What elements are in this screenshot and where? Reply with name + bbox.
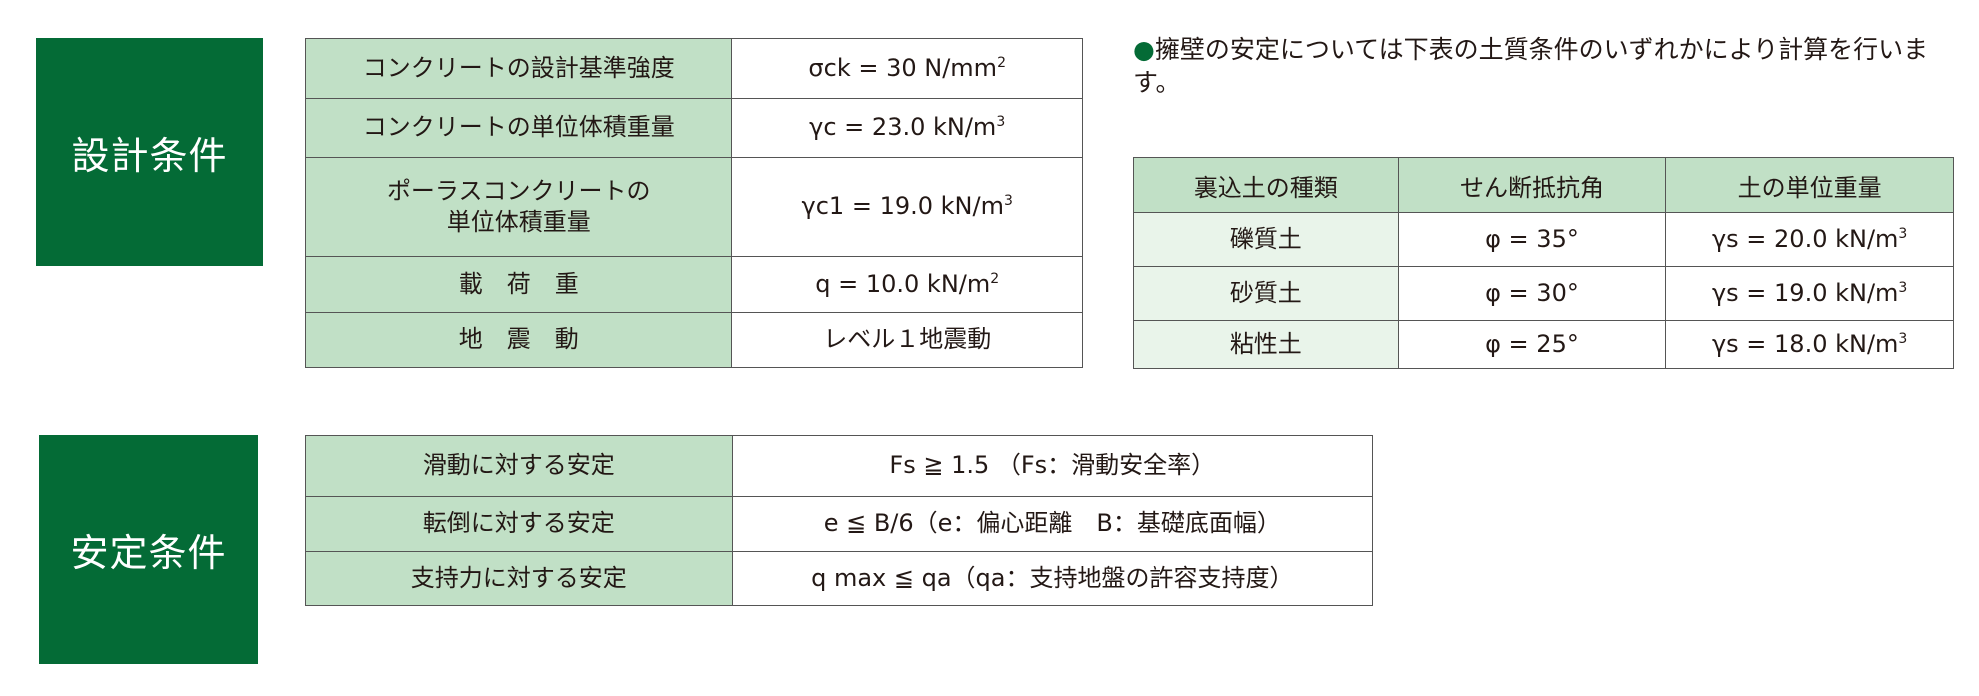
row-label: コンクリートの設計基準強度 (304, 38, 733, 99)
unit-weight: γs = 19.0 kN/m3 (1665, 266, 1954, 321)
soil-note: ●擁壁の安定については下表の土質条件のいずれかにより計算を行います。 (1133, 34, 1953, 99)
column-header: 土の単位重量 (1665, 157, 1954, 213)
row-value: q max ≦ qa（qa：支持地盤の許容支持度） (731, 551, 1374, 606)
friction-angle: φ = 30° (1397, 266, 1667, 321)
row-value: γc1 = 19.0 kN/m3 (731, 157, 1083, 257)
row-label: 滑動に対する安定 (305, 435, 733, 497)
stability-conditions-heading: 安定条件 (39, 435, 258, 664)
note-text: 擁壁の安定については下表の土質条件のいずれかにより計算を行います。 (1133, 35, 1929, 97)
friction-angle: φ = 25° (1397, 320, 1667, 369)
row-value: q = 10.0 kN/m2 (731, 256, 1083, 313)
row-label: 支持力に対する安定 (305, 551, 733, 606)
table-row: 地 震 動レベル１地震動 (304, 312, 1083, 368)
soil-type: 砂質土 (1133, 266, 1399, 321)
row-label: 地 震 動 (304, 312, 733, 368)
row-label: ポーラスコンクリートの単位体積重量 (304, 157, 733, 257)
soil-type: 礫質土 (1133, 212, 1399, 267)
unit-weight: γs = 20.0 kN/m3 (1665, 212, 1954, 267)
row-label: コンクリートの単位体積重量 (304, 98, 733, 158)
column-header: せん断抵抗角 (1397, 157, 1667, 213)
bullet-icon: ● (1133, 35, 1155, 64)
friction-angle: φ = 35° (1397, 212, 1667, 267)
row-value: レベル１地震動 (731, 312, 1083, 368)
design-conditions-heading: 設計条件 (36, 38, 263, 266)
row-value: γc = 23.0 kN/m3 (731, 98, 1083, 158)
header-row: 裏込土の種類せん断抵抗角土の単位重量 (1133, 157, 1954, 213)
unit-weight: γs = 18.0 kN/m3 (1665, 320, 1954, 369)
row-value: σck = 30 N/mm2 (731, 38, 1083, 99)
column-header: 裏込土の種類 (1133, 157, 1399, 213)
row-label: 載 荷 重 (304, 256, 733, 313)
soil-type: 粘性土 (1133, 320, 1399, 369)
row-label: 転倒に対する安定 (305, 496, 733, 552)
row-value: e ≦ B/6（e：偏心距離 B：基礎底面幅） (731, 496, 1374, 552)
row-value: Fs ≧ 1.5 （Fs：滑動安全率） (731, 435, 1374, 497)
